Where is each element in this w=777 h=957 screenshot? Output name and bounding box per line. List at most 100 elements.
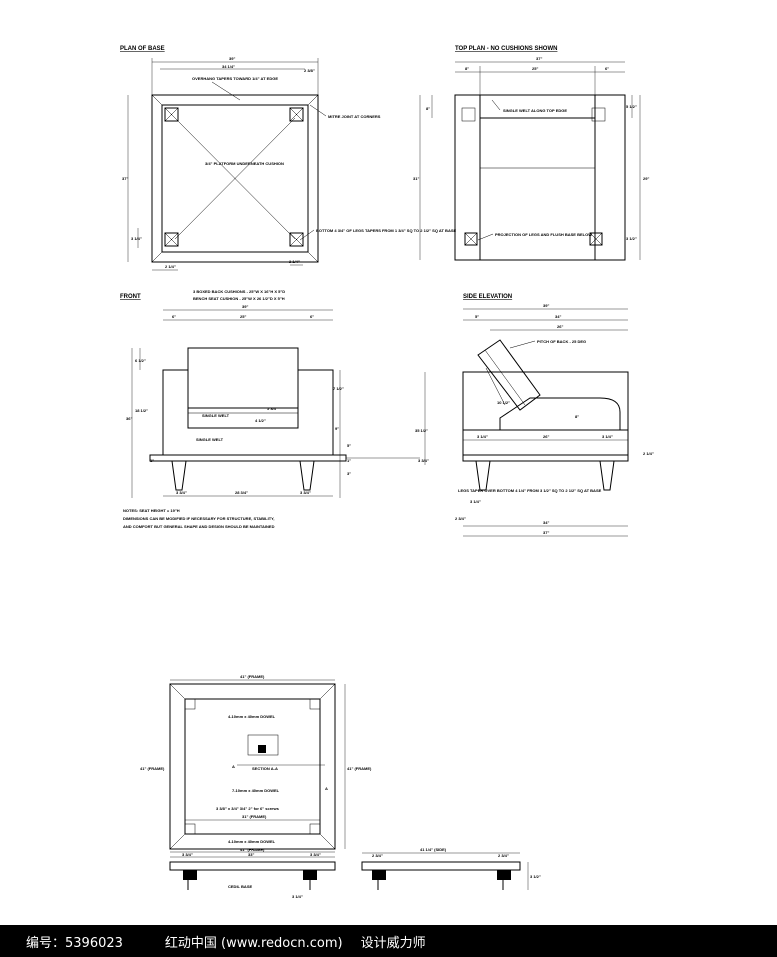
plan-base-dim-bottom-left: 2 1/4": [165, 264, 176, 269]
top-plan-dim-center: 25": [532, 66, 538, 71]
dowel-dim-under: 3 1/4": [292, 894, 303, 899]
front-title: FRONT: [120, 294, 141, 300]
front-dim-overall: 39": [242, 304, 248, 309]
tp-leg-tr: [591, 107, 606, 122]
leg-bottom-left: [164, 232, 179, 247]
tp-seat-area: [479, 94, 596, 261]
dowel-outer-frame: [169, 683, 336, 850]
front-dim-small-left: 1": [150, 458, 154, 463]
front-dim-seat: 9": [335, 426, 339, 431]
front-base-plinth: [149, 454, 347, 462]
base-side-dim-top: 41 1/4" (SIDE): [420, 847, 447, 852]
watermark-footer: 编号：5396023 红动中国 (www.redocn.com) 设计威力师: [0, 925, 777, 957]
base-outer-frame: [151, 94, 319, 263]
front-dim-left: 6": [172, 314, 176, 319]
front-back-cushion-top: [187, 347, 299, 409]
se-leader-pitch: [509, 340, 536, 349]
side-dim-seat: 8": [575, 414, 579, 419]
top-plan-view: TOP PLAN - NO CUSHIONS SHOWN 37" 8" 25" …: [413, 46, 649, 261]
top-plan-title: TOP PLAN - NO CUSHIONS SHOWN: [455, 46, 557, 52]
leg-bottom-right: [289, 232, 304, 247]
side-dim-bottom-total: 37": [543, 530, 549, 535]
dowel-frame-plan: 41" (FRAME) 4-10mm x 40mm DOWEL SECTION …: [140, 674, 372, 899]
se-seat-cushion: [499, 397, 621, 431]
notes-block: NOTES: SEAT HEIGHT = 19"H DIMENSIONS CAN…: [123, 508, 275, 529]
base-side-dim-height: 3 1/2": [530, 874, 541, 879]
base-elev-block-right: [303, 870, 317, 880]
tp-leg-br: [589, 232, 603, 246]
note-platform: 3/4" PLATFORM UNDERNEATH CUSHION: [205, 161, 284, 166]
mitre-tr: [307, 94, 319, 106]
side-dim-right-small: 3 3/4": [418, 458, 429, 463]
plan-base-dim-height: 37": [122, 176, 128, 181]
plan-base-dim-side-right: 2 3/8": [304, 68, 315, 73]
side-elevation-view: SIDE ELEVATION 39" 5" 34" 26" PITCH OF B…: [415, 294, 654, 537]
side-dim-back: 10 1/2": [497, 400, 510, 405]
front-dim-left-mid: 18 1/2": [135, 408, 148, 413]
front-dim-leg: 3": [347, 471, 351, 476]
dowel-corner-block-tl: [184, 698, 196, 710]
top-plan-dim-overall: 37": [536, 56, 542, 61]
top-plan-dim-right-height: 29": [643, 176, 649, 181]
front-dim-top-left: 6 1/2": [135, 358, 146, 363]
dowel-screw-note: 3 3/8" x 3/4" 3/4" 2" for 6" screws: [216, 806, 280, 811]
tp-leg-bl: [464, 232, 478, 246]
front-view: FRONT 3 BOXED BACK CUSHIONS - 25"W X 16"…: [120, 289, 420, 498]
dowel-corner-block-tr: [309, 698, 321, 710]
se-plinth: [462, 454, 629, 462]
tp-leg-tl: [461, 107, 476, 122]
mitre-br: [307, 251, 319, 263]
note-taper: OVERHANG TAPERS TOWARD 1/4" AT EDGE: [192, 76, 278, 81]
dowel-section-mark-right: A: [325, 786, 328, 791]
mitre-tl: [151, 94, 163, 106]
dowel-inner-frame: [184, 698, 321, 835]
top-plan-dim-bottom-right: 3 1/2": [626, 236, 637, 241]
front-seat-cushion: [187, 407, 299, 429]
side-dim-bottom: 34": [543, 520, 549, 525]
section-detail-fill: [258, 745, 266, 753]
tp-dim-left-small-label: 8": [426, 106, 430, 111]
base-side-dim-left: 2 3/4": [372, 853, 383, 858]
note-legs-bottom: BOTTOM 4 3/4" OF LEGS TAPERS FROM 1 3/4"…: [316, 228, 456, 233]
side-dim-right: 34": [555, 314, 561, 319]
leader-taper: [211, 81, 241, 101]
tp-leader-welt: [491, 99, 501, 111]
base-side-block-left: [372, 870, 386, 880]
side-leg-note: LEGS TAPER OVER BOTTOM 4 1/4" FROM 3 1/2…: [458, 488, 602, 493]
front-dim-base: 5": [347, 443, 351, 448]
plan-base-dim-bottom-right: 2 1/4": [289, 259, 300, 264]
side-elevation-title: SIDE ELEVATION: [463, 294, 512, 300]
dowel-mid-note: 7-10mm x 40mm DOWEL: [232, 788, 280, 793]
plan-of-base-title: PLAN OF BASE: [120, 46, 165, 52]
plan-base-dim-inner: 34 1/4": [222, 64, 235, 69]
side-dim-mid: 26": [557, 324, 563, 329]
side-dim-left: 5": [475, 314, 479, 319]
side-dim-leg-gap2: 2 3/4": [455, 516, 466, 521]
leg-top-right: [289, 107, 304, 122]
se-back-frame-line: [485, 367, 506, 406]
footer-site-text: 红动中国 (www.redocn.com): [164, 935, 343, 951]
top-plan-dim-left: 8": [465, 66, 469, 71]
front-cushion-note-1: 3 BOXED BACK CUSHIONS - 25"W X 16"H X 5"…: [193, 289, 285, 294]
plan-base-dim-left-low: 3 1/4": [131, 236, 142, 241]
section-detail-box: [247, 734, 279, 756]
dowel-section-mark-left: A: [232, 764, 235, 769]
tp-leader-proj: [477, 233, 494, 241]
dowel-section-label: SECTION A-A: [252, 766, 278, 771]
footer-tag-text: 设计威力师: [360, 935, 426, 951]
front-cushion-note-2: BENCH SEAT CUSHION - 25"W X 26 1/2"D X 5…: [193, 296, 285, 301]
front-dim-arm: 7 1/2": [333, 386, 344, 391]
front-label-welt-1: SINGLE WELT: [202, 413, 230, 418]
platform-diagonal-2: [174, 117, 296, 240]
side-dim-base-mid: 26": [543, 434, 549, 439]
se-back-cushion: [477, 339, 541, 411]
side-dim-base-right: 3 1/4": [602, 434, 613, 439]
front-dim-center: 25": [240, 314, 246, 319]
front-leg-left: [171, 460, 187, 491]
side-dim-overall: 39": [543, 303, 549, 308]
se-back-cushion-line: [484, 349, 526, 406]
base-side-view: 41 1/4" (SIDE) 2 3/4" 2 3/4" 3 1/2": [361, 847, 541, 890]
se-leg-left: [475, 460, 491, 491]
plan-of-base-view: PLAN OF BASE 39" 34 1/4" 2 3/8" 37" 3 1/…: [120, 46, 456, 271]
front-dim-bottom-left: 3 3/4": [176, 490, 187, 495]
